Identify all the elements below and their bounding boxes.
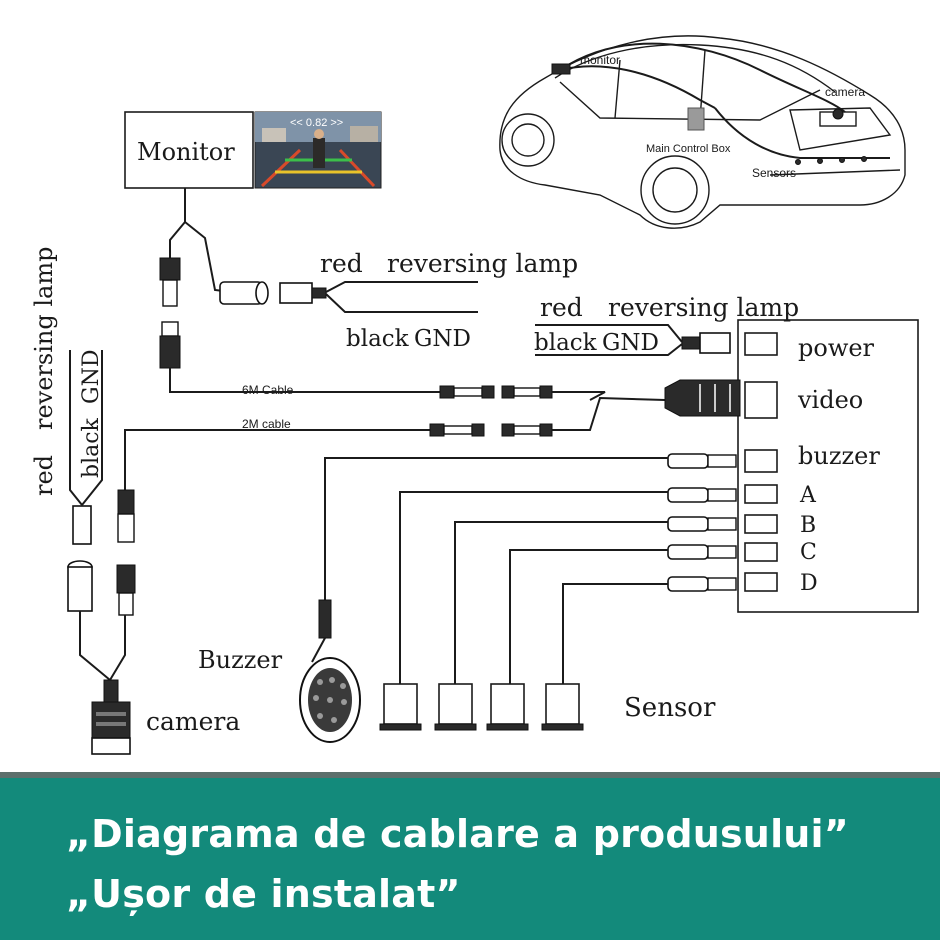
left-gnd-label: GND [79, 350, 104, 404]
cable-2m-connectors [429, 423, 553, 437]
box-black-label: black [534, 330, 598, 356]
inset-camera-label: camera [825, 85, 865, 99]
inset-monitor-label: monitor [580, 53, 620, 67]
sensor-label: Sensor [624, 693, 716, 723]
port-video-label: video [797, 386, 863, 414]
left-reversing-label: reversing lamp [30, 247, 58, 430]
inset-monitor-icon [551, 63, 571, 75]
car-inset: monitor camera Main Control Box Sensors [499, 35, 906, 229]
top-gnd-label: GND [414, 326, 471, 352]
box-power-plug [681, 332, 731, 354]
box-red-label: red [540, 293, 583, 322]
cable-6m-connectors [439, 385, 553, 399]
camera-label: camera [146, 707, 240, 736]
camera-device [91, 679, 131, 755]
inset-sensor-dots [795, 156, 867, 165]
monitor: Monitor << 0.82 >> [124, 111, 382, 189]
left-black-label: black [79, 417, 104, 478]
caption-banner: „Diagrama de cablare a produsului” „Ușor… [0, 772, 940, 940]
monitor-power-plug [219, 281, 327, 305]
buzzer-plug [667, 453, 737, 469]
camera-rca-connector [116, 489, 136, 616]
monitor-rca-connector [159, 257, 181, 369]
box-reversing-label: reversing lamp [608, 293, 799, 322]
inset-control-box-icon [687, 107, 705, 131]
banner-title: „Diagrama de cablare a produsului” [66, 812, 849, 856]
monitor-screen-distance: << 0.82 >> [290, 117, 343, 129]
box-gnd-label: GND [602, 330, 659, 356]
port-buzzer-label: buzzer [798, 442, 880, 470]
port-d-label: D [800, 571, 818, 596]
camera-power-connector [67, 505, 93, 612]
sensor-plugs [667, 487, 737, 592]
top-black-label: black [346, 326, 410, 352]
cable-6m-label: 6M Cable [242, 383, 294, 397]
port-power-label: power [798, 334, 875, 362]
top-reversing-label: reversing lamp [387, 249, 578, 278]
wiring-diagram: monitor camera Main Control Box Sensors … [30, 35, 919, 755]
monitor-label: Monitor [137, 138, 235, 166]
buzzer [299, 599, 361, 743]
inset-control-box-label: Main Control Box [646, 143, 731, 155]
port-a-label: A [799, 483, 817, 508]
sensors [379, 683, 584, 731]
video-plug [664, 379, 741, 417]
inset-sensors-label: Sensors [752, 166, 796, 180]
cable-2m-label: 2M cable [242, 417, 291, 431]
pedestrian-figure [313, 138, 325, 168]
port-b-label: B [800, 513, 816, 538]
inset-camera-icon [832, 108, 844, 120]
control-box: power video buzzer A B C D [737, 319, 919, 613]
port-c-label: C [800, 540, 817, 565]
left-red-label: red [30, 455, 58, 496]
top-red-label: red [320, 249, 363, 278]
buzzer-label: Buzzer [198, 646, 283, 674]
banner-subtitle: „Ușor de instalat” [66, 872, 461, 916]
